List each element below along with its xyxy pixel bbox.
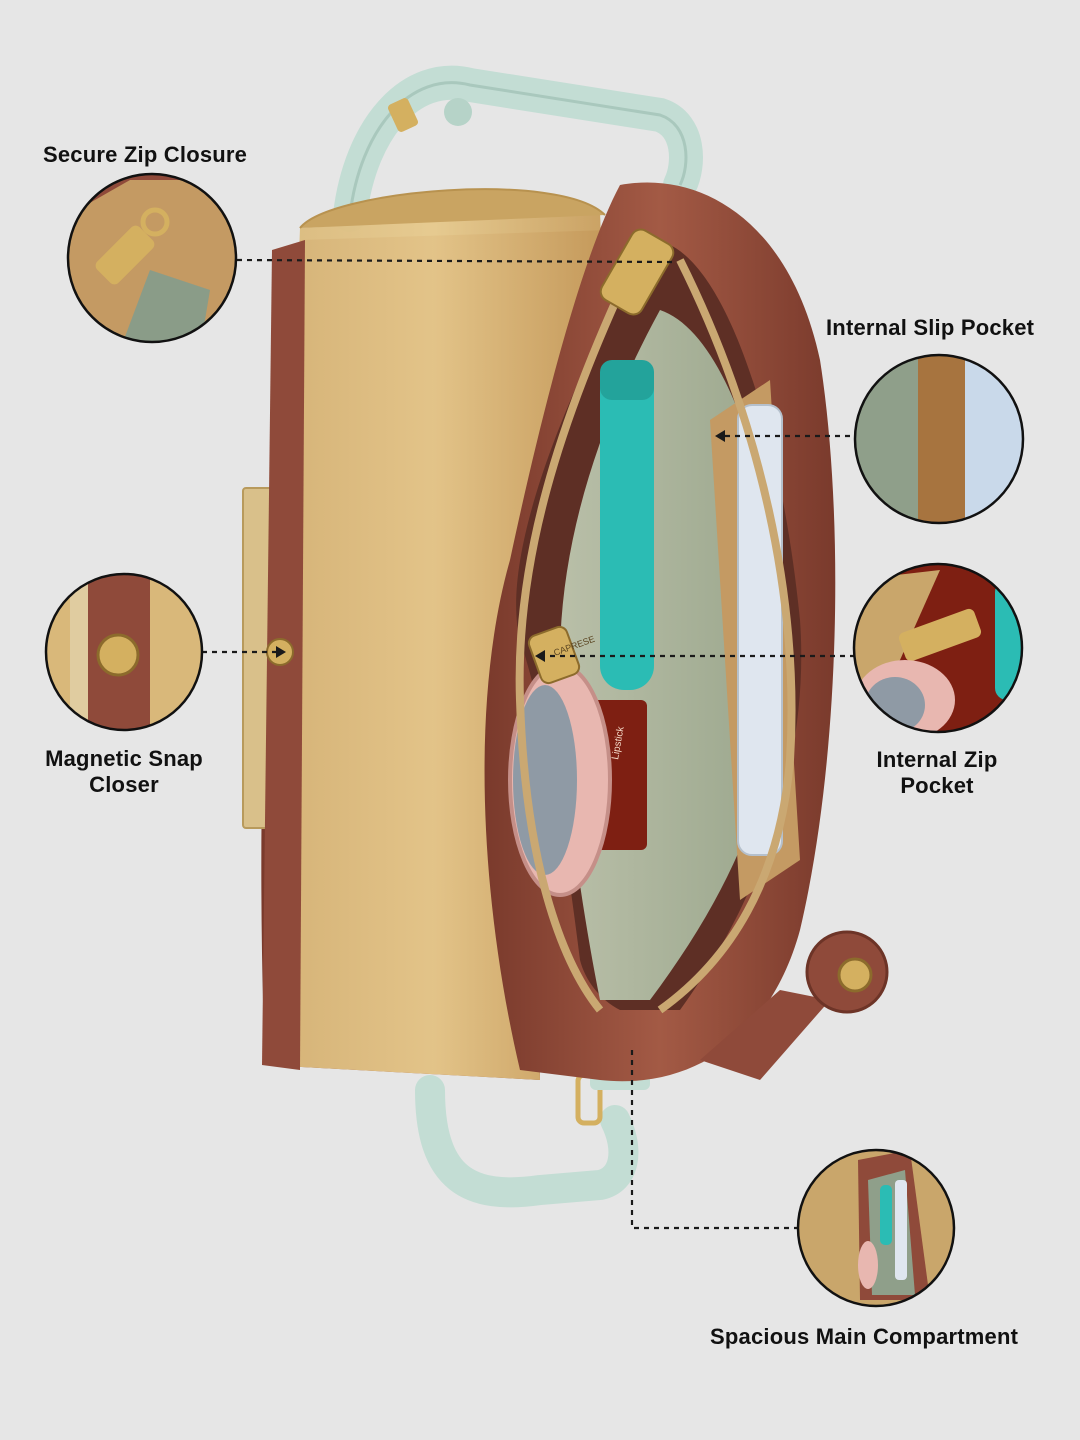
label-internal-zip-line1: Internal Zip	[876, 747, 998, 772]
label-internal-slip-pocket: Internal Slip Pocket	[826, 315, 1035, 340]
label-internal-zip-pocket: Internal Zip Pocket	[857, 747, 1017, 799]
label-secure-zip-closure: Secure Zip Closure	[43, 142, 248, 167]
label-magnetic-snap-line2: Closer	[89, 772, 159, 797]
label-spacious-main-compartment: Spacious Main Compartment	[710, 1324, 1019, 1349]
magnetic-snap-detail-icon	[44, 572, 204, 732]
callout-lines	[202, 258, 855, 1230]
label-magnetic-snap-line1: Magnetic Snap	[45, 746, 203, 771]
label-internal-zip-line2: Pocket	[900, 773, 974, 798]
top-strap	[333, 65, 703, 232]
label-magnetic-snap-closer: Magnetic Snap Closer	[24, 746, 224, 798]
zip-pocket-detail-icon	[852, 562, 1024, 734]
zipper-detail-icon	[66, 172, 238, 344]
slip-pocket-detail-icon	[853, 353, 1025, 525]
main-compartment-detail-icon	[796, 1148, 956, 1308]
callout-arrowheads	[276, 430, 725, 662]
